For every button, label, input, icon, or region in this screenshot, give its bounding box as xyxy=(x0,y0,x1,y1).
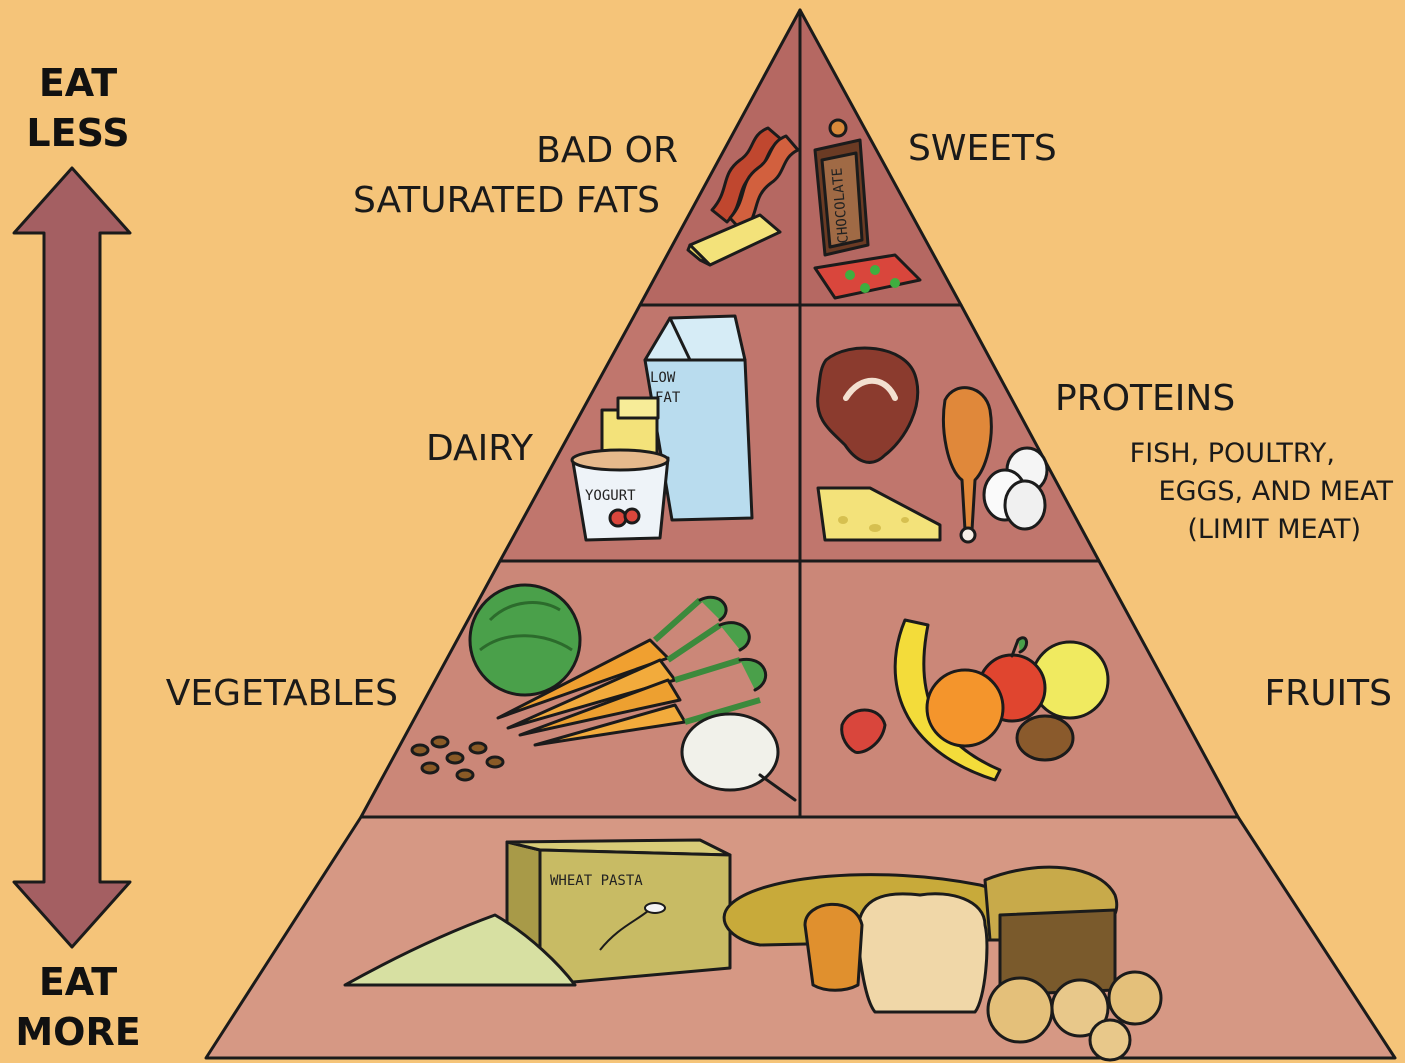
label-bad-fats-line2: SATURATED FATS xyxy=(353,180,660,221)
kiwi-icon xyxy=(1017,716,1073,760)
eat-less-label-line1: EAT xyxy=(39,61,117,105)
label-fruits: FRUITS xyxy=(1264,673,1392,714)
cabbage-icon xyxy=(470,585,580,695)
yogurt-cup-text: YOGURT xyxy=(585,488,636,504)
eat-more-label-line2: MORE xyxy=(15,1010,140,1054)
label-proteins-sub-line1: FISH, POULTRY, xyxy=(1130,438,1335,469)
label-proteins-sub-line3: (LIMIT MEAT) xyxy=(1187,514,1361,545)
label-proteins-sub-line2: EGGS, AND MEAT xyxy=(1159,476,1394,507)
label-vegetables: VEGETABLES xyxy=(166,673,398,714)
label-proteins: PROTEINS xyxy=(1055,378,1235,419)
double-arrow-icon xyxy=(14,168,130,947)
muffin-icon xyxy=(805,904,862,990)
eat-less-more-arrow: EAT LESS EAT MORE xyxy=(14,61,141,1054)
eat-less-label-line2: LESS xyxy=(26,111,129,155)
label-sweets: SWEETS xyxy=(908,128,1057,169)
orange-icon xyxy=(927,670,1003,746)
label-bad-fats-line1: BAD OR xyxy=(536,130,678,171)
carton-text-line1: LOW xyxy=(650,370,676,386)
yogurt-icon: YOGURT xyxy=(572,450,668,540)
eat-more-label-line1: EAT xyxy=(39,960,117,1004)
pasta-box-text: WHEAT PASTA xyxy=(550,873,643,889)
label-dairy: DAIRY xyxy=(426,428,534,469)
